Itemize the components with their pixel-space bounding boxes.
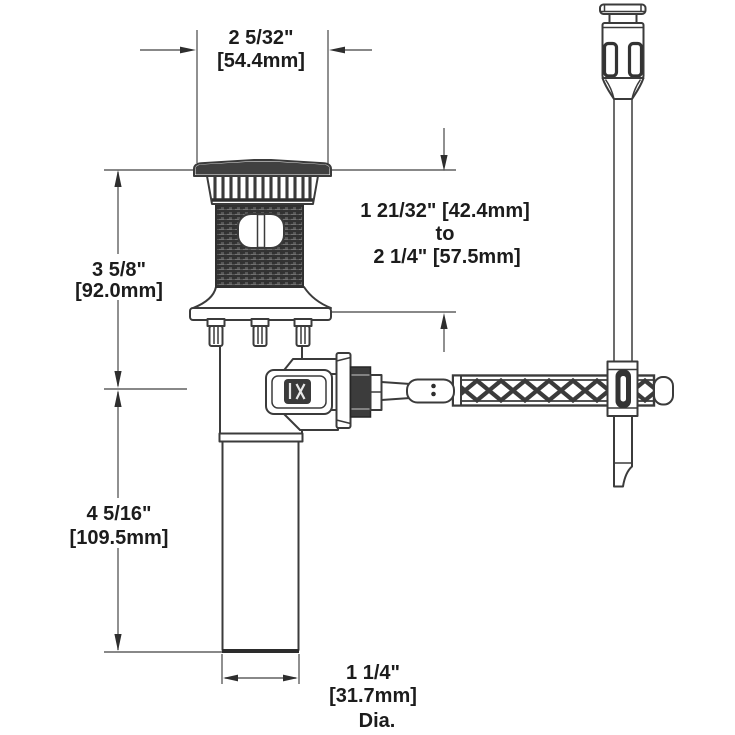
mounting-posts xyxy=(206,318,313,347)
dim-flange-height-imperial: 3 5/8" xyxy=(92,259,146,281)
pipe-coupling xyxy=(218,432,304,443)
clevis-connector xyxy=(406,378,455,404)
ribbed-skirt xyxy=(206,175,319,205)
spring-clip xyxy=(606,360,639,417)
dim-outlet-imperial: 1 1/4" xyxy=(346,662,400,684)
dim-tail-length-metric: [109.5mm] xyxy=(70,527,169,549)
lift-rod-knob xyxy=(599,3,647,100)
dim-deck-range-to: to xyxy=(436,223,455,245)
dim-outlet-metric: [31.7mm] xyxy=(329,685,417,707)
dim-top-width-imperial: 2 5/32" xyxy=(228,27,293,49)
lift-rod xyxy=(613,99,633,488)
dim-deck-range-min: 2 1/4" [57.5mm] xyxy=(373,246,520,268)
dim-outlet-dia-label: Dia. xyxy=(359,710,396,732)
dimension-outlet-diameter xyxy=(221,654,300,684)
dim-flange-height-metric: [92.0mm] xyxy=(75,280,163,302)
pivot-rod-nut xyxy=(349,366,383,418)
dimension-deck-thickness-range xyxy=(328,128,456,352)
brand-mark xyxy=(284,379,311,404)
dim-tail-length-imperial: 4 5/16" xyxy=(86,503,151,525)
pivot-tee-housing xyxy=(265,352,383,431)
pivot-nut-flange xyxy=(335,352,352,429)
threaded-body xyxy=(215,204,304,288)
mounting-ring xyxy=(189,286,332,321)
overflow-hole xyxy=(237,213,285,249)
dim-deck-range-max: 1 21/32" [42.4mm] xyxy=(360,200,530,222)
extension-strap xyxy=(451,374,674,407)
drain-flange xyxy=(193,159,332,177)
dim-top-width-metric: [54.4mm] xyxy=(217,50,305,72)
dimension-labels: 2 5/32" [54.4mm] 3 5/8" [92.0mm] 1 21/32… xyxy=(60,27,530,732)
dimension-top-width xyxy=(140,30,372,168)
strap-tip xyxy=(653,376,674,406)
